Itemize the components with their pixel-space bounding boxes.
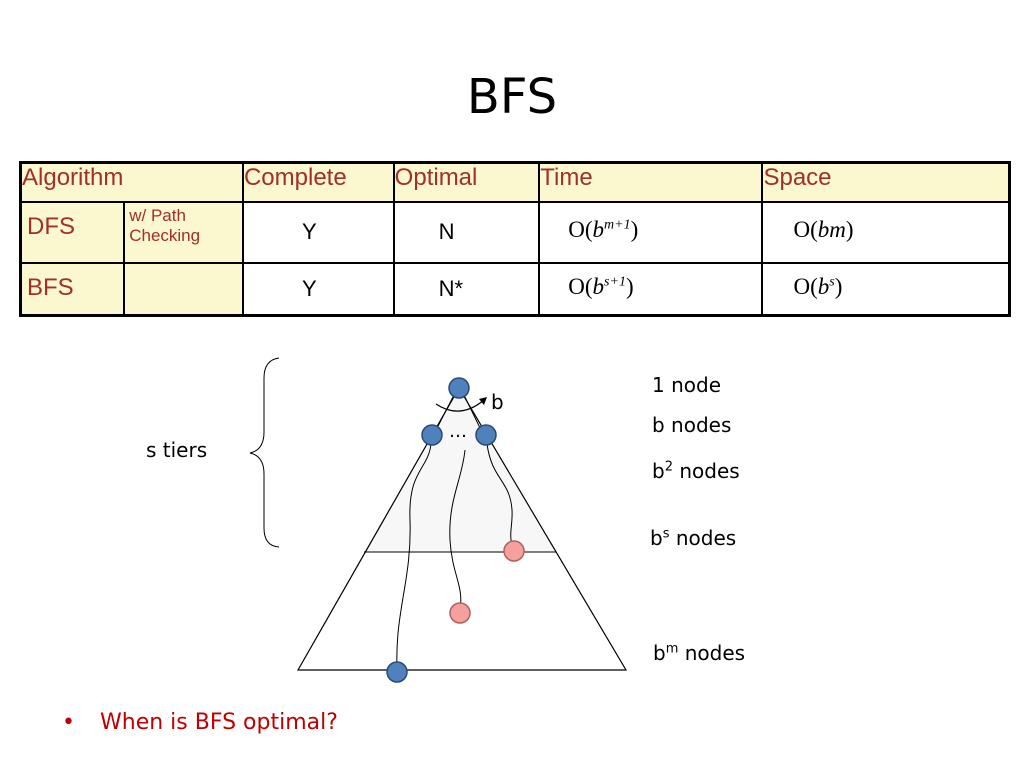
row-algorithm-note [123, 261, 244, 317]
goal-node-shallow [503, 540, 525, 562]
branch-label: b [491, 390, 504, 414]
table-row: DFS w/ Path Checking Y N O(bm+1) O(bm) [19, 200, 1011, 264]
bullet-question: • When is BFS optimal? [62, 710, 338, 735]
branch-arc [435, 399, 485, 412]
row-algorithm-name: BFS [19, 261, 126, 317]
level-label-0: 1 node [652, 373, 721, 397]
row-algorithm-note: w/ Path Checking [123, 200, 244, 264]
search-path [449, 449, 466, 611]
tiers-brace [249, 357, 280, 548]
level-label-3: bs nodes [650, 526, 737, 550]
ellipsis-label: … [449, 421, 467, 442]
row-time: O(bm+1) [538, 200, 764, 264]
row-algorithm-name: DFS [19, 200, 126, 264]
page-title: BFS [466, 69, 558, 125]
header-time: Time [538, 161, 764, 203]
header-complete: Complete [241, 161, 395, 203]
row-complete: Y [241, 200, 395, 264]
header-space: Space [761, 161, 1011, 203]
tree-edge [434, 392, 456, 433]
search-path [396, 443, 432, 669]
search-path [486, 443, 514, 549]
goal-node-middle [449, 602, 471, 624]
row-complete: Y [241, 261, 395, 317]
header-optimal: Optimal [392, 161, 541, 203]
child-node-left [421, 424, 443, 446]
deep-node [386, 661, 408, 683]
table-header-row: Algorithm Complete Optimal Time Space [19, 161, 1011, 203]
root-node [448, 377, 470, 399]
tiers-label: s tiers [146, 438, 208, 462]
row-space: O(bs) [761, 261, 1011, 317]
table-row: BFS Y N* O(bs+1) O(bs) [19, 261, 1011, 317]
header-algorithm: Algorithm [19, 161, 244, 203]
bullet-text: When is BFS optimal? [100, 710, 338, 735]
comparison-table: Algorithm Complete Optimal Time Space DF… [19, 161, 1011, 317]
tree-edge [462, 392, 483, 433]
level-label-2: b2 nodes [652, 459, 740, 483]
tree-triangle [296, 386, 628, 671]
row-time: O(bs+1) [538, 261, 764, 317]
level-label-4: bm nodes [653, 641, 746, 665]
level-label-1: b nodes [652, 413, 732, 437]
row-optimal: N* [392, 261, 541, 317]
branch-arrowhead [479, 397, 487, 405]
row-space: O(bm) [761, 200, 1011, 264]
row-optimal: N [392, 200, 541, 264]
child-node-right [475, 424, 497, 446]
upper-tier-region [364, 388, 556, 552]
bullet-dot-icon: • [62, 710, 75, 735]
